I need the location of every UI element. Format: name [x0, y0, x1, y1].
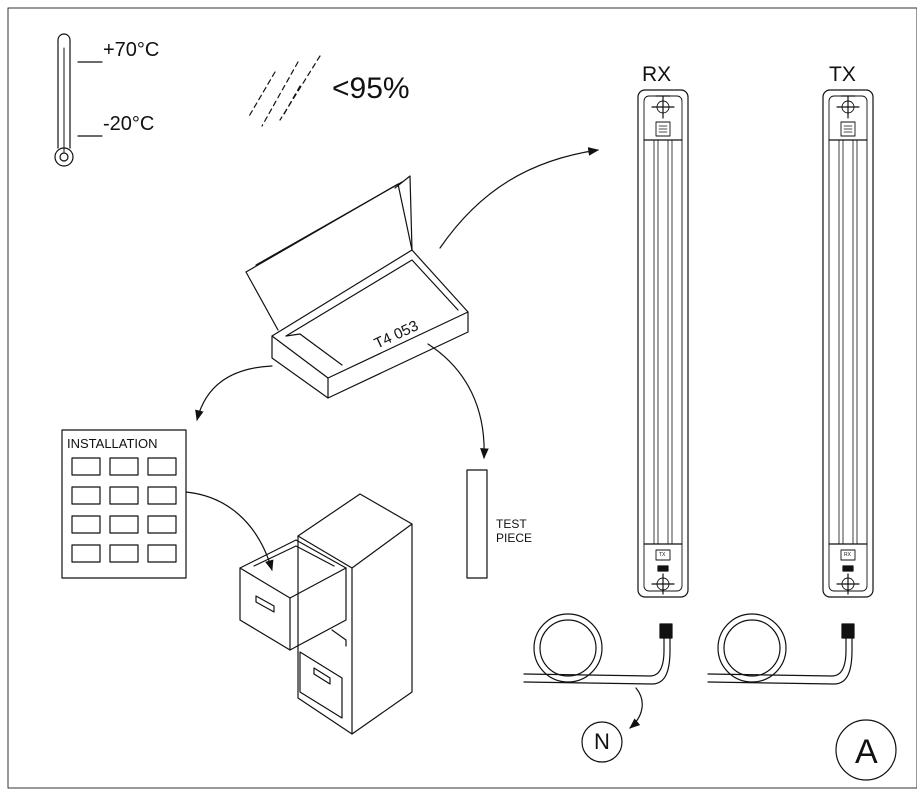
rx-bar-drawing [637, 89, 689, 598]
temperature-max: +70°C [103, 39, 160, 61]
humidity-value: <95% [332, 72, 410, 105]
frame [7, 7, 917, 789]
test-piece-line1: TEST [496, 517, 527, 531]
filing-cabinet-drawing [239, 493, 413, 735]
arrow-to-n [629, 687, 643, 729]
figure-a-circle [835, 719, 897, 781]
arrow-to-bars [439, 147, 600, 249]
rx-label: RX [642, 63, 672, 86]
callout-n: N [594, 729, 610, 754]
arrow-to-test-piece [427, 343, 489, 460]
test-piece-drawing [466, 469, 488, 579]
figure-label: A [855, 733, 878, 771]
thermometer-icon [54, 33, 103, 167]
temperature-min: -20°C [103, 113, 155, 135]
tx-cable-coil-drawing [707, 613, 855, 685]
callout-n-circle [581, 721, 623, 763]
tx-bar-drawing [822, 89, 874, 598]
rx-bar-tag: TX [659, 552, 666, 558]
humidity-rain-icon [247, 55, 321, 127]
tx-bar-tag: RX [844, 552, 851, 558]
manual-title: INSTALLATION [67, 436, 158, 451]
arrow-to-manual [195, 365, 273, 422]
rx-cable-coil-drawing [523, 613, 673, 685]
tx-label: TX [829, 63, 856, 86]
installation-manual-drawing [61, 429, 187, 579]
open-box-drawing [245, 175, 469, 399]
test-piece-line2: PIECE [496, 531, 533, 545]
